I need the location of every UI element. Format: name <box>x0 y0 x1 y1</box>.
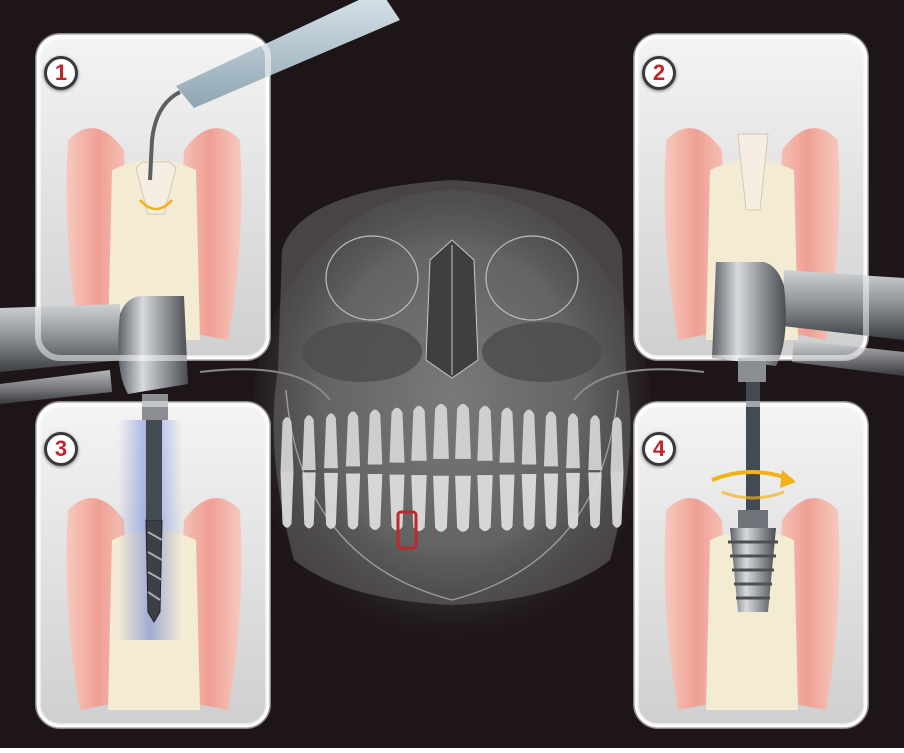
lower-tooth <box>522 474 537 530</box>
lower-tooth <box>368 474 383 530</box>
upper-tooth <box>544 411 558 466</box>
upper-tooth <box>455 404 471 459</box>
panel-step-4 <box>636 380 866 726</box>
step-badge-1: 1 <box>44 56 78 90</box>
upper-tooth <box>346 411 360 466</box>
step-badge-2: 2 <box>642 56 676 90</box>
lower-tooth <box>433 476 449 532</box>
lower-tooth <box>566 473 580 529</box>
upper-tooth <box>411 406 426 461</box>
lower-tooth <box>346 473 360 529</box>
upper-tooth <box>368 410 383 465</box>
step-number: 3 <box>55 436 67 462</box>
upper-tooth <box>324 413 338 468</box>
upper-tooth <box>522 410 537 465</box>
lower-tooth <box>477 475 492 531</box>
lower-tooth <box>588 472 601 528</box>
upper-tooth <box>302 415 315 470</box>
upper-tooth <box>566 413 580 468</box>
upper-tooth <box>281 417 294 472</box>
step-number: 1 <box>55 60 67 86</box>
step-number: 2 <box>653 60 665 86</box>
lower-tooth <box>281 472 294 528</box>
lower-tooth <box>455 476 471 532</box>
upper-tooth <box>477 406 492 461</box>
implant-handpiece <box>712 262 904 382</box>
drill-shank <box>146 420 162 520</box>
driver-shaft <box>746 380 760 510</box>
lower-tooth <box>500 475 515 531</box>
lower-tooth <box>302 472 315 528</box>
upper-tooth <box>433 404 449 459</box>
lower-tooth <box>324 473 338 529</box>
lower-tooth <box>411 475 426 531</box>
lower-tooth <box>611 472 624 528</box>
upper-tooth <box>390 408 405 463</box>
upper-tooth <box>588 415 601 470</box>
step-badge-4: 4 <box>642 432 676 466</box>
step-number: 4 <box>653 436 665 462</box>
step-badge-3: 3 <box>44 432 78 466</box>
lower-tooth <box>544 473 558 529</box>
implant-mount <box>738 510 768 528</box>
upper-tooth <box>611 417 624 472</box>
upper-tooth <box>500 408 515 463</box>
